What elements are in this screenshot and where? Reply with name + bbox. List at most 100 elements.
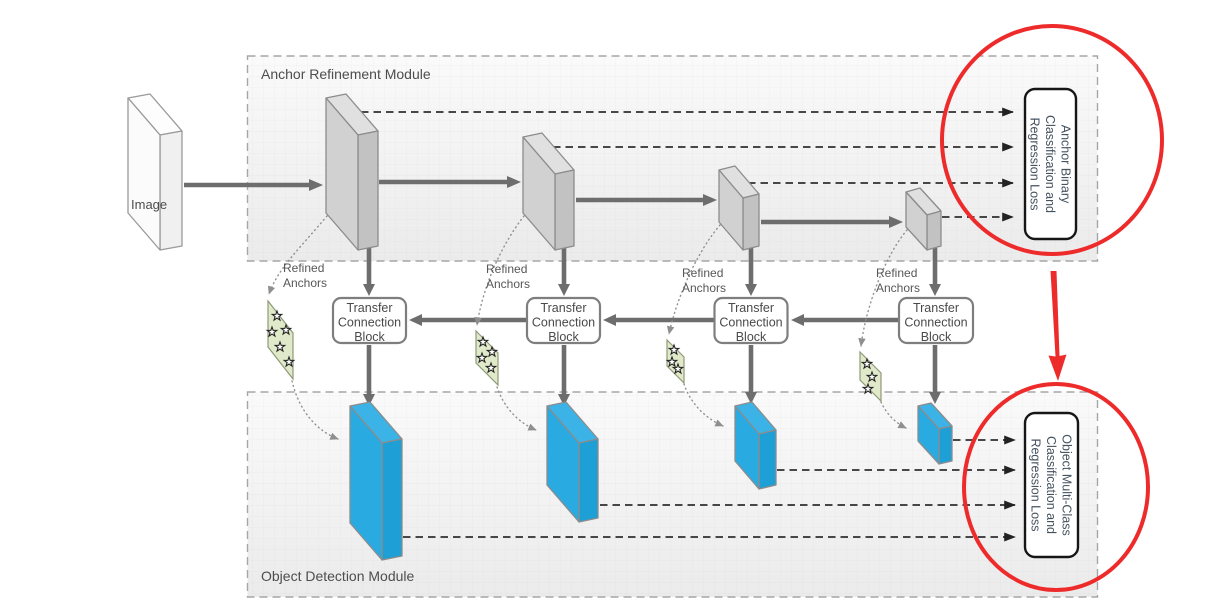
arrow-head — [363, 394, 375, 406]
tcb-label-line: Connection — [719, 316, 782, 330]
arrow-map4-to-tcb4 — [929, 248, 941, 296]
tcb-box — [525, 296, 602, 345]
tcb-label-line: Connection — [338, 316, 401, 330]
arrow-tcb3-to-tcb2 — [603, 314, 715, 326]
feature-map-1 — [325, 93, 379, 251]
slab-face — [758, 429, 777, 490]
arrow-map1-to-tcb1 — [363, 248, 375, 296]
arrow-map2-to-tcb2 — [558, 248, 570, 296]
flow-arrow-map3-to-map4 — [761, 216, 903, 228]
feature-map-2 — [522, 132, 575, 251]
slab-face — [554, 169, 575, 251]
refined-anchors-group-4: Refined Anchors — [858, 229, 920, 429]
detection-map-2 — [546, 401, 599, 523]
arrow-head — [745, 284, 757, 296]
tcb-label-line: Block — [354, 330, 385, 344]
flow-arrow-map1-to-map2 — [379, 176, 521, 188]
highlight-annotations — [940, 24, 1164, 592]
refined-anchors-label: Refined — [876, 266, 917, 280]
arrow-head — [409, 314, 422, 326]
tcb-box — [331, 296, 408, 345]
slab-face — [127, 97, 161, 251]
arrow-head — [703, 194, 717, 206]
refined-anchors-curve-bottom — [496, 386, 537, 431]
arrow-head — [791, 314, 804, 326]
arrow-head — [558, 394, 570, 406]
refined-anchors-curve-bottom — [291, 380, 339, 440]
refined-anchors-curve-top — [267, 215, 328, 295]
refined-anchors-curve-top — [666, 224, 721, 335]
flow-arrow-image-to-map1 — [184, 179, 323, 191]
red-arrow — [1048, 271, 1067, 381]
object-loss-label: Object Multi-Class Classification and Re… — [1029, 434, 1074, 535]
refined-anchors-curve-top — [474, 215, 525, 326]
object-loss-label-line: Object Multi-Class — [1060, 434, 1074, 535]
refined-anchors-label: Refined — [486, 262, 527, 276]
tcb-label-line: Connection — [532, 316, 595, 330]
detection-map-1 — [349, 401, 403, 561]
arrow-tcb4-to-det4 — [929, 345, 941, 404]
tcb-4: Transfer Connection Block — [897, 296, 975, 345]
anchor-loss-label-line: Regression Loss — [1028, 117, 1042, 210]
slab-face — [159, 130, 183, 251]
refined-anchors-curve-bottom — [880, 401, 907, 429]
detection-map-3 — [734, 401, 777, 490]
refined-anchors-label: Anchors — [876, 281, 920, 295]
refined-anchors-group-3: Refined Anchors — [666, 224, 726, 427]
arrow-head — [929, 392, 941, 404]
arm-module-label: Anchor Refinement Module — [261, 66, 431, 82]
arrow-head — [603, 314, 616, 326]
tcb-to-odm-arrows — [363, 345, 941, 406]
image-label: Image — [131, 197, 167, 212]
tcb-label-line: Block — [736, 330, 767, 344]
slab-face — [381, 438, 403, 561]
anchor-loss-box — [1023, 87, 1078, 241]
anchors-parallelogram — [267, 299, 294, 381]
slab-face — [917, 405, 940, 465]
tcb-label-line: Connection — [904, 316, 967, 330]
slab-face — [578, 438, 599, 523]
arrow-tcb1-to-det1 — [363, 345, 375, 406]
slab-face — [742, 193, 760, 251]
anchor-loss: Anchor Binary Classification and Regress… — [1023, 87, 1078, 241]
tcb-label-line: Transfer — [728, 301, 774, 315]
arrow-tcb2-to-det2 — [558, 345, 570, 406]
slab-face — [349, 405, 383, 561]
arrow-head — [309, 179, 323, 191]
arrow-tcb3-to-det3 — [745, 345, 757, 404]
input-image-slab — [127, 93, 183, 251]
refined-anchors-label: Anchors — [682, 281, 726, 295]
tcb-3: Transfer Connection Block — [713, 296, 789, 345]
detection-map-4 — [917, 402, 953, 465]
arrow-map3-to-tcb3 — [745, 248, 757, 296]
refined-anchors-curve-top — [858, 229, 908, 347]
slab-face — [718, 169, 744, 251]
tcb-box — [897, 296, 975, 345]
tcb-1: Transfer Connection Block — [331, 296, 408, 345]
slab-face — [325, 97, 359, 251]
object-loss-box — [1023, 411, 1080, 559]
slab-face — [926, 210, 942, 251]
arrow-head — [889, 216, 903, 228]
object-loss-label-line: Classification and — [1044, 436, 1058, 534]
anchor-loss-label-line: Classification and — [1043, 115, 1057, 213]
feature-map-4 — [905, 187, 942, 251]
refined-anchors-label: Anchors — [283, 276, 327, 290]
arrow-head — [745, 392, 757, 404]
slab-face — [546, 405, 580, 523]
slab-face — [905, 191, 928, 251]
object-loss-label-line: Regression Loss — [1029, 438, 1043, 531]
anchor-loss-label: Anchor Binary Classification and Regress… — [1028, 115, 1073, 213]
arm-module: Anchor Refinement Module — [246, 55, 1099, 262]
highlight-circle-bottom — [962, 382, 1150, 592]
refined-anchors-group-2: Refined Anchors — [474, 215, 537, 431]
slab-face — [938, 425, 953, 465]
object-loss-connectors — [403, 435, 1016, 542]
tcb-box — [713, 296, 789, 345]
odm-module-label: Object Detection Module — [261, 568, 415, 584]
tcb-2: Transfer Connection Block — [525, 296, 602, 345]
anchor-loss-label-line: Anchor Binary — [1059, 125, 1073, 204]
backbone-flow-arrows — [184, 176, 903, 228]
